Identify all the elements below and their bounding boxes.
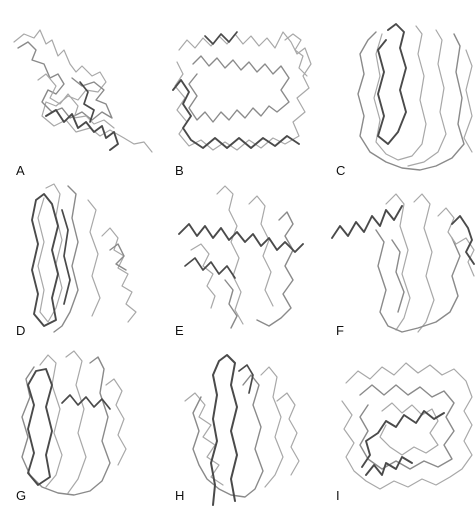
backbone-trace-a xyxy=(6,20,156,180)
panel-label-c: C xyxy=(336,163,345,178)
panel-label-i: I xyxy=(336,488,340,503)
panel-e: E xyxy=(165,180,315,340)
panel-b: B xyxy=(165,20,315,180)
panel-label-e: E xyxy=(175,323,184,338)
panel-i: I xyxy=(326,345,476,505)
panel-label-h: H xyxy=(175,488,184,503)
panel-h: H xyxy=(165,345,315,505)
panel-a: A xyxy=(6,20,156,180)
panel-label-f: F xyxy=(336,323,344,338)
panel-d: D xyxy=(6,180,156,340)
panel-label-d: D xyxy=(16,323,25,338)
backbone-trace-h xyxy=(165,345,315,505)
panel-g: G xyxy=(6,345,156,505)
backbone-trace-b xyxy=(165,20,315,180)
panel-f: F xyxy=(326,180,476,340)
backbone-trace-g xyxy=(6,345,156,505)
panel-label-b: B xyxy=(175,163,184,178)
backbone-trace-c xyxy=(326,20,476,180)
backbone-trace-e xyxy=(165,180,315,340)
panel-label-a: A xyxy=(16,163,25,178)
panel-c: C xyxy=(326,20,476,180)
backbone-trace-f xyxy=(326,180,476,340)
backbone-trace-d xyxy=(6,180,156,340)
backbone-trace-i xyxy=(326,345,476,505)
panel-label-g: G xyxy=(16,488,26,503)
